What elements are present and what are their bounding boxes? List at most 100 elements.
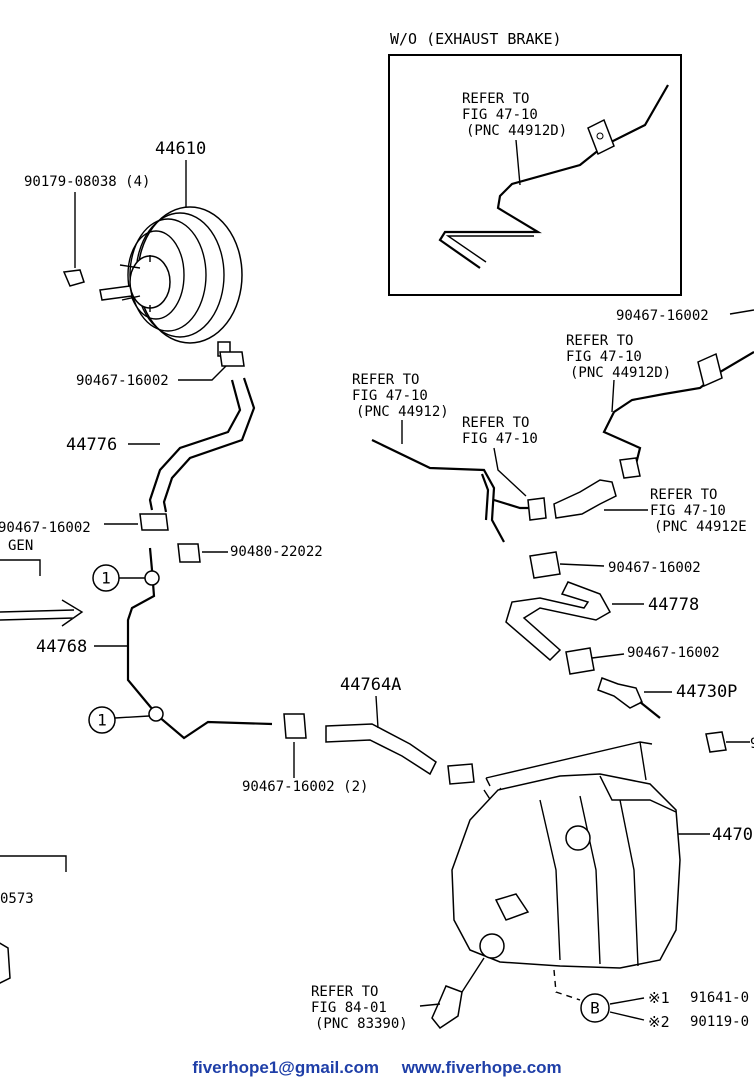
part-44610: 44610 [155,139,206,159]
note-2-symbol: ※2 [648,1013,670,1031]
refer-r3-line2: FIG 47-10 [566,349,642,365]
middle-clamp [527,497,547,521]
clamp-a [219,351,245,367]
tank-boss [565,825,591,851]
marker-1-upper-joint [144,570,160,586]
inset-refer-line3: (PNC 44912D) [466,123,567,139]
inset-bracket-hole [596,132,604,140]
clamp-f [565,647,595,675]
inset-exhaust-pipe [438,84,669,269]
leader-90467-a [178,365,227,381]
tank-drain-port [479,933,505,959]
grommet-90480 [177,543,201,563]
inset-frame [388,54,682,296]
note-2-text: 90119-0 [690,1014,749,1030]
part-90467-top-right: 90467-16002 [616,308,709,324]
clamp-tank [447,763,475,785]
refer-r3-line1: REFER TO [566,333,633,349]
part-44764A: 44764A [340,675,401,695]
inset-exhaust-pipe-inner [445,235,534,263]
booster-nut [62,269,85,287]
pipe-44768 [126,547,273,740]
booster-studs [119,255,151,312]
refer-r2-leader [493,447,527,497]
hose-44764A [325,723,437,776]
inset-bracket [587,118,615,156]
inset-title: W/O (EXHAUST BRAKE) [390,30,562,48]
leader-90467-f [591,653,625,659]
marker-1-lower [88,706,116,734]
footer: fiverhope1@gmail.com www.fiverhope.com [0,1058,754,1078]
refer-r3-line3: (PNC 44912D) [570,365,671,381]
hose-44776 [148,377,256,513]
footer-website-link[interactable]: www.fiverhope.com [401,1058,562,1077]
refer-r2-line1: REFER TO [462,415,529,431]
marker-b [580,993,610,1023]
marker-1-lower-leader [114,715,150,719]
booster-pushrod [99,285,133,301]
leader-90467-top-right [729,309,754,315]
refer-r5-line3: (PNC 83390) [315,1016,408,1032]
refer-r2-line2: FIG 47-10 [462,431,538,447]
leader-44764A [375,695,379,729]
refer-r4-line3: (PNC 44912E [654,519,747,535]
brake-booster [99,206,243,357]
middle-pipe [371,439,538,543]
part-44768: 44768 [36,637,87,657]
marker-b-text: B [590,999,600,1018]
marker-b-notes-leader [609,997,645,1021]
refer-r4-line2: FIG 47-10 [650,503,726,519]
check-valve-44730P [597,677,643,709]
marker-1-lower-text: 1 [97,711,107,730]
leader-90467-e [559,563,605,567]
bracket-0573 [0,855,67,872]
tank-fitting [494,893,530,921]
part-90179-08038: 90179-08038 (4) [24,174,150,190]
flow-arrow [0,599,84,627]
label-gen: GEN [8,538,33,554]
hose-44778 [505,581,612,662]
booster-ring-3 [127,230,185,320]
refer-r1-line1: REFER TO [352,372,419,388]
part-0573: 0573 [0,891,34,907]
tank-hanger [483,741,653,831]
part-44776: 44776 [66,435,117,455]
clamp-e [529,551,561,579]
edge-component [0,942,11,984]
part-44730P: 44730P [676,682,737,702]
refer-r5-leader [419,1003,441,1007]
footer-email-link[interactable]: fiverhope1@gmail.com [192,1058,379,1077]
booster-front-face [129,255,171,309]
bolt-right [705,731,727,753]
refer-r5-line1: REFER TO [311,984,378,1000]
note-1-text: 91641-0 [690,990,749,1006]
part-90467-e: 90467-16002 [608,560,701,576]
right-bracket-leader [611,379,615,413]
drain-switch-leader [461,957,485,993]
inset-refer-line2: FIG 47-10 [462,107,538,123]
refer-r5-line2: FIG 84-01 [311,1000,387,1016]
refer-r1-line3: (PNC 44912) [356,404,449,420]
refer-r4-line1: REFER TO [650,487,717,503]
inset-leader [515,139,521,186]
upper-right-clamp [619,457,641,479]
tank-ribs [539,775,677,967]
refer-r1-line2: FIG 47-10 [352,388,428,404]
part-90480-22022: 90480-22022 [230,544,323,560]
part-90467-b: 90467-16002 [0,520,91,536]
part-90467-c: 90467-16002 (2) [242,779,368,795]
marker-1-upper-text: 1 [101,569,111,588]
inset-refer-line1: REFER TO [462,91,529,107]
clamp-b [139,513,169,531]
part-4470: 4470 [712,825,753,845]
right-bracket [697,352,723,388]
hose-upper-right [553,479,617,519]
part-90467-a: 90467-16002 [76,373,169,389]
marker-b-leader [553,969,581,1001]
drain-switch [431,985,463,1030]
marker-1-lower-joint [148,706,164,722]
note-1-symbol: ※1 [648,989,670,1007]
check-valve-tip [639,701,661,719]
gen-bracket [0,559,41,576]
